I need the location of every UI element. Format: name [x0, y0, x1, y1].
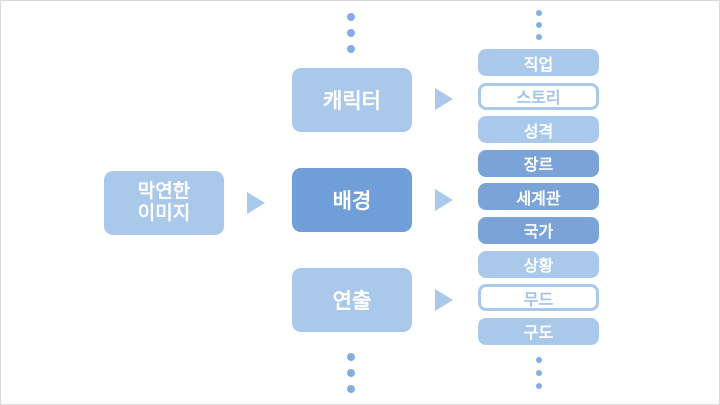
child-label-personality: 성격 [523, 123, 554, 141]
branch-box-background: 배경 [292, 168, 412, 232]
root-box-vague-image: 막연한 이미지 [104, 171, 224, 235]
child-box-situation: 상황 [478, 250, 599, 278]
branch-column: 캐릭터 배경 연출 [292, 68, 412, 332]
branch-label-background: 배경 [332, 190, 372, 213]
arrow-right-icon [435, 189, 453, 211]
child-box-genre: 장르 [478, 149, 599, 177]
child-box-worldview: 세계관 [478, 183, 599, 211]
root-label-line1: 막연한 [137, 180, 191, 202]
child-box-job: 직업 [478, 49, 599, 76]
branch-label-character: 캐릭터 [323, 90, 381, 113]
child-column: 직업 스토리 성격 장르 세계관 국가 상황 무드 구도 [478, 49, 599, 345]
ellipsis-dots-icon [347, 353, 355, 393]
branch-label-direction: 연출 [332, 290, 372, 313]
root-label-line2: 이미지 [137, 203, 191, 224]
child-box-country: 국가 [478, 216, 599, 244]
child-box-personality: 성격 [478, 116, 599, 144]
ellipsis-dots-icon [347, 13, 355, 53]
child-box-mood: 무드 [478, 284, 599, 312]
child-box-story: 스토리 [478, 82, 599, 110]
branch-box-direction: 연출 [292, 268, 412, 332]
branch-box-character: 캐릭터 [292, 68, 412, 132]
child-label-country: 국가 [523, 224, 554, 242]
ellipsis-dots-icon [536, 10, 542, 40]
child-label-composition: 구도 [523, 325, 554, 343]
child-label-worldview: 세계관 [516, 190, 561, 208]
child-label-story: 스토리 [516, 90, 561, 108]
ellipsis-dots-icon [536, 357, 542, 389]
arrow-right-icon [435, 289, 453, 311]
child-label-situation: 상황 [523, 258, 554, 276]
child-label-genre: 장르 [523, 157, 554, 175]
child-label-mood: 무드 [523, 291, 554, 309]
arrow-right-icon [435, 88, 453, 110]
child-label-job: 직업 [523, 56, 554, 74]
arrow-right-icon [247, 192, 265, 214]
child-box-composition: 구도 [478, 317, 599, 345]
